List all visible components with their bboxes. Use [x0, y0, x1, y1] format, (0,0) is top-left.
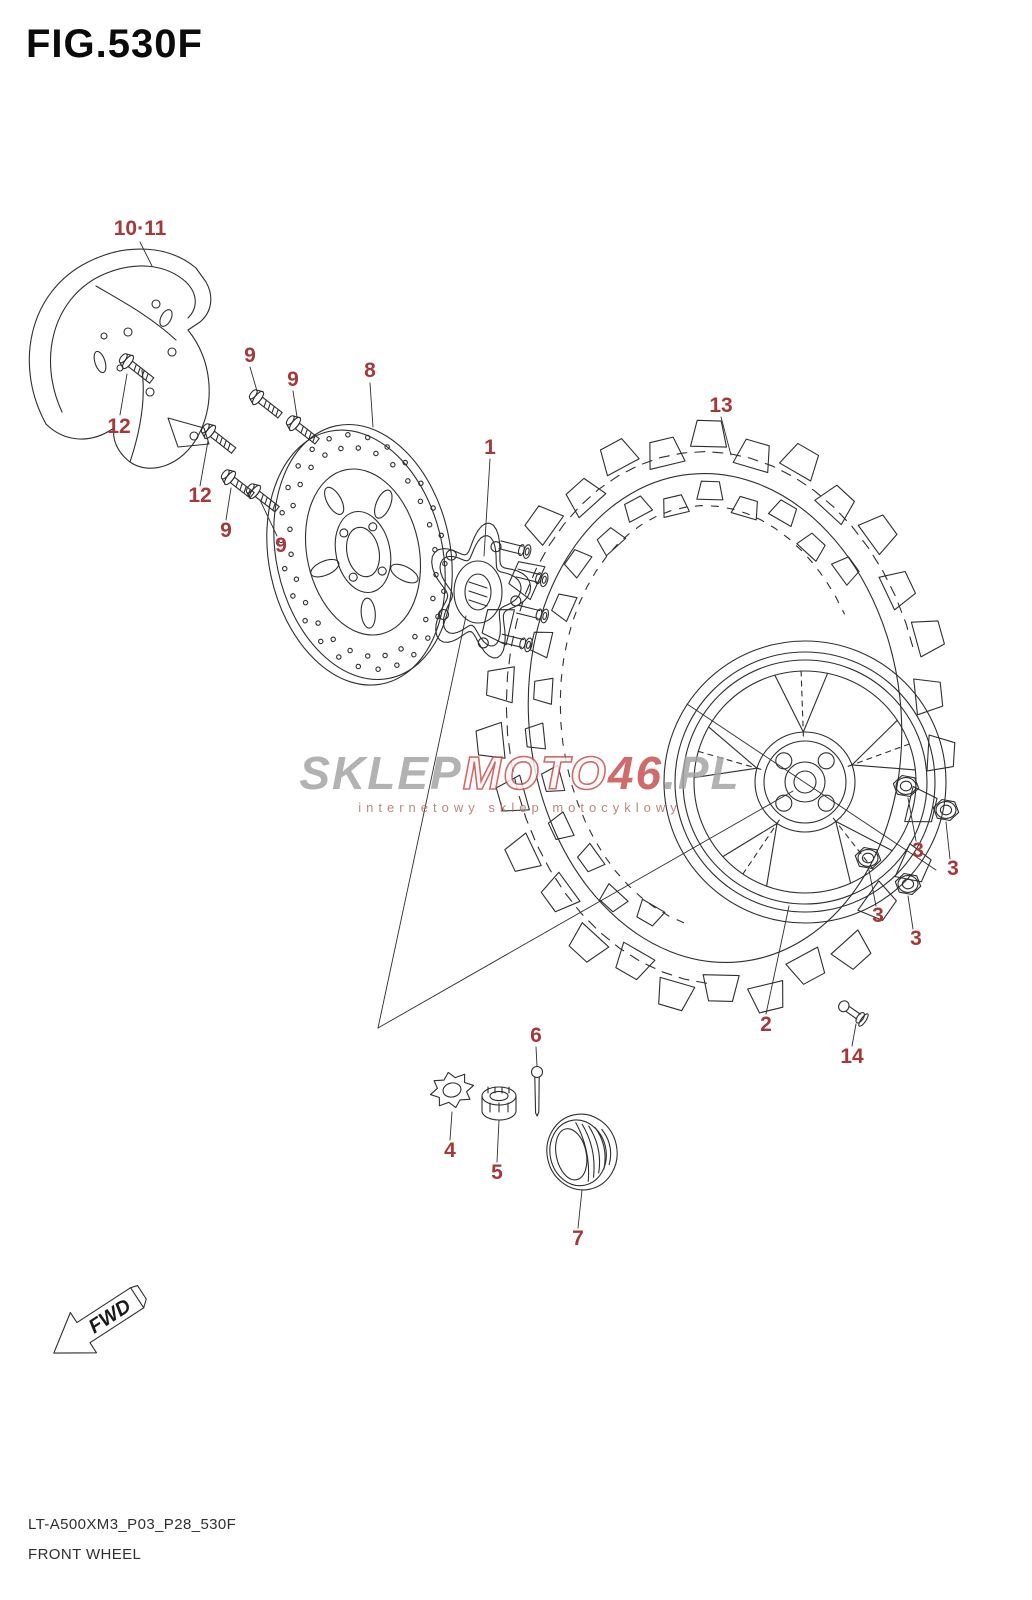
- figure-title: FIG.530F: [26, 22, 203, 66]
- part-ref-8: 8: [364, 359, 376, 382]
- tire: [475, 419, 956, 1014]
- part-ref-3: 3: [910, 927, 922, 950]
- lock-washer: [429, 1071, 475, 1109]
- part-ref-12: 12: [188, 484, 212, 507]
- document-code: LT-A500XM3_P03_P28_530F: [28, 1516, 237, 1533]
- part-ref-13: 13: [709, 394, 733, 417]
- bolt-icon: [200, 423, 237, 454]
- wheel-nut-icon: [894, 872, 922, 896]
- bolt-icon: [118, 353, 155, 384]
- part-ref-1: 1: [484, 436, 496, 459]
- hub-cap: [546, 1113, 618, 1191]
- bolt-icon: [220, 469, 255, 499]
- part-ref-9: 9: [244, 344, 256, 367]
- figure-caption: FRONT WHEEL: [28, 1546, 142, 1563]
- leader-lines: [119, 241, 951, 1229]
- wheel-nut-icon: [854, 846, 882, 870]
- part-ref-3: 3: [947, 857, 959, 880]
- part-ref-4: 4: [444, 1139, 456, 1162]
- part-ref-9: 9: [275, 534, 287, 557]
- castle-nut: [481, 1086, 517, 1121]
- part-ref-10-11: 10·11: [113, 217, 167, 240]
- part-ref-9: 9: [220, 519, 232, 542]
- wheel-stud-icon: [515, 568, 549, 588]
- wheel-nut-icon: [892, 774, 920, 798]
- wheel-nut-icon: [932, 798, 960, 822]
- cotter-pin: [530, 1065, 544, 1117]
- part-ref-6: 6: [530, 1024, 542, 1047]
- wheel-stud-icon: [498, 540, 532, 559]
- part-ref-7: 7: [572, 1227, 584, 1250]
- brake-disc: [266, 423, 453, 686]
- tire-bead: [663, 640, 947, 924]
- part-ref-12: 12: [107, 415, 131, 438]
- brake-disc-cover: [28, 248, 212, 469]
- part-ref-3: 3: [912, 839, 924, 862]
- part-ref-5: 5: [491, 1161, 503, 1184]
- footer: LT-A500XM3_P03_P28_530F FRONT WHEEL: [28, 1510, 236, 1570]
- air-valve: [838, 1000, 869, 1027]
- part-ref-14: 14: [840, 1045, 864, 1068]
- wheel-nuts: [854, 774, 960, 896]
- part-ref-2: 2: [760, 1013, 772, 1036]
- part-ref-3: 3: [872, 904, 884, 927]
- part-ref-9: 9: [287, 368, 299, 391]
